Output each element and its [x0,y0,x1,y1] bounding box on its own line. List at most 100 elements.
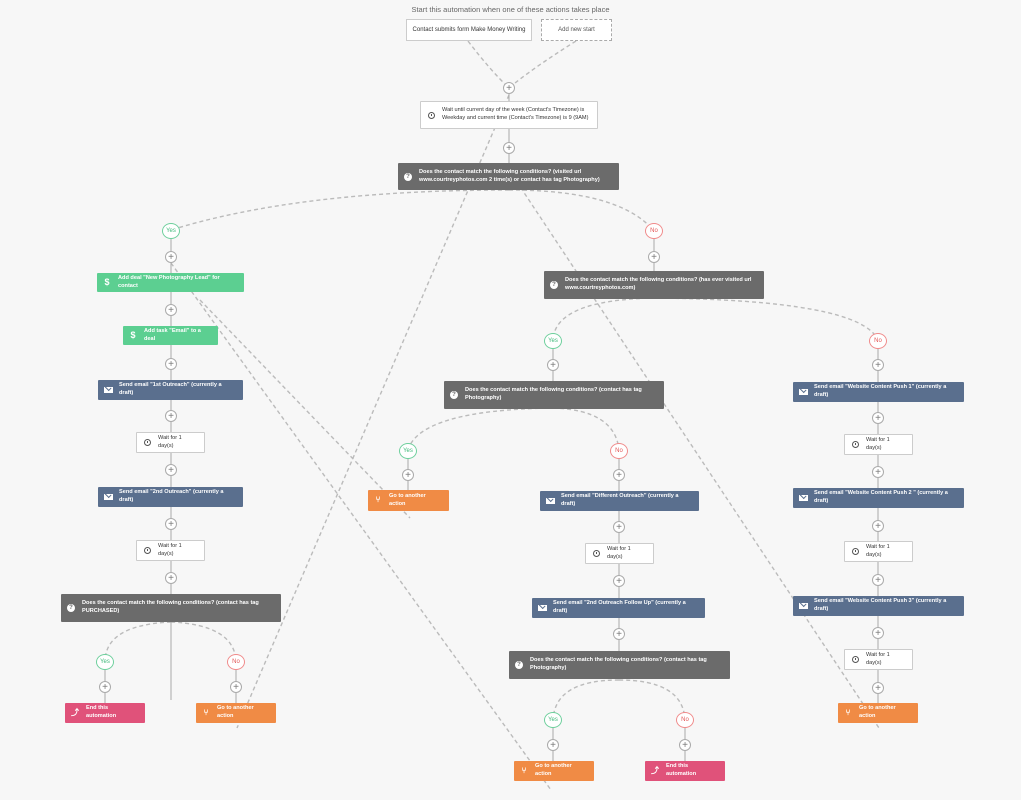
clock-icon [142,547,152,554]
add-step-button[interactable]: + [99,681,111,693]
send-email-2nd-outreach-follow-up-node[interactable]: Send email "2nd Outreach Follow Up" (cur… [532,598,705,618]
condition-purchased-node[interactable]: ? Does the contact match the following c… [61,594,281,622]
add-step-button[interactable]: + [679,739,691,751]
wait-1-day-node[interactable]: Wait for 1 day(s) [844,434,913,455]
no-branch-label: No [610,443,628,459]
add-step-button[interactable]: + [230,681,242,693]
add-step-button[interactable]: + [165,251,177,263]
add-step-button[interactable]: + [872,466,884,478]
go-to-another-action-node[interactable]: ⑂ Go to another action [514,761,594,781]
wait-1-day-node[interactable]: Wait for 1 day(s) [844,541,913,562]
connector [467,40,510,89]
go-to-another-action-node[interactable]: ⑂ Go to another action [368,490,449,511]
send-email-1st-outreach-node[interactable]: Send email "1st Outreach" (currently a d… [98,380,243,400]
yes-branch-label: Yes [399,443,417,459]
add-step-button[interactable]: + [547,739,559,751]
branch-icon: ⑂ [845,707,851,717]
go-to-another-action-node[interactable]: ⑂ Go to another action [838,703,918,723]
condition-visited-url-node[interactable]: ? Does the contact match the following c… [398,163,619,190]
send-email-2nd-outreach-node[interactable]: Send email "2nd Outreach" (currently a d… [98,487,243,507]
envelope-icon [798,495,808,501]
add-step-button[interactable]: + [872,520,884,532]
wait-1-day-node[interactable]: Wait for 1 day(s) [585,543,654,564]
connector [170,621,237,663]
connector [618,679,686,721]
add-step-button[interactable]: + [613,469,625,481]
connector [170,262,552,791]
branch-icon: ⑂ [375,495,381,505]
connector [199,299,411,519]
clock-icon [850,656,860,663]
question-icon: ? [514,661,524,669]
send-email-website-content-push-2-node[interactable]: Send email "Website Content Push 2 " (cu… [793,488,964,508]
add-step-button[interactable]: + [402,469,414,481]
clock-icon [850,548,860,555]
add-step-button[interactable]: + [872,682,884,694]
dollar-icon: $ [104,277,110,288]
clock-icon [850,441,860,448]
send-email-website-content-push-1-node[interactable]: Send email "Website Content Push 1" (cur… [793,382,964,402]
connector [552,407,620,451]
yes-branch-label: Yes [544,712,562,728]
question-icon: ? [449,391,459,399]
end-icon: ⤴ [71,707,79,717]
question-icon: ? [549,281,559,289]
end-automation-node[interactable]: ⤴ End this automation [645,761,725,781]
envelope-icon [545,498,555,504]
add-step-button[interactable]: + [165,358,177,370]
clock-icon [426,111,436,119]
question-icon: ? [403,172,413,181]
envelope-icon [103,494,113,500]
add-step-button[interactable]: + [503,82,515,94]
envelope-icon [103,387,113,393]
add-step-button[interactable]: + [165,464,177,476]
branch-icon: ⑂ [521,765,527,775]
add-task-node[interactable]: $ Add task "Email" to a deal [123,326,218,345]
send-email-website-content-push-3-node[interactable]: Send email "Website Content Push 3" (cur… [793,596,964,616]
add-step-button[interactable]: + [872,574,884,586]
add-step-button[interactable]: + [872,412,884,424]
wait-1-day-node[interactable]: Wait for 1 day(s) [136,540,205,561]
add-deal-node[interactable]: $ Add deal "New Photography Lead" for co… [97,273,244,292]
connector [653,297,879,341]
connector [407,407,554,451]
trigger-form-submit[interactable]: Contact submits form Make Money Writing [406,19,532,41]
wait-1-day-node[interactable]: Wait for 1 day(s) [844,649,913,670]
yes-branch-label: Yes [96,654,114,670]
add-step-button[interactable]: + [872,627,884,639]
envelope-icon [798,603,808,609]
add-step-button[interactable]: + [547,359,559,371]
go-to-another-action-node[interactable]: ⑂ Go to another action [196,703,276,723]
add-step-button[interactable]: + [165,410,177,422]
add-step-button[interactable]: + [613,521,625,533]
question-icon: ? [66,604,76,612]
add-step-button[interactable]: + [165,518,177,530]
dollar-icon: $ [130,330,136,341]
add-step-button[interactable]: + [613,628,625,640]
connector [170,189,510,231]
condition-tag-photography-node[interactable]: ? Does the contact match the following c… [509,651,730,679]
add-step-button[interactable]: + [613,575,625,587]
connector [236,94,510,729]
add-new-start-button[interactable]: Add new start [541,19,612,41]
condition-ever-visited-node[interactable]: ? Does the contact match the following c… [544,271,764,299]
add-step-button[interactable]: + [872,359,884,371]
clock-icon [142,439,152,446]
connector [552,297,655,341]
condition-tag-photography-node[interactable]: ? Does the contact match the following c… [444,381,664,409]
end-automation-node[interactable]: ⤴ End this automation [65,703,145,723]
add-step-button[interactable]: + [165,304,177,316]
connector [104,621,172,663]
wait-1-day-node[interactable]: Wait for 1 day(s) [136,432,205,453]
add-step-button[interactable]: + [648,251,660,263]
add-step-button[interactable]: + [165,572,177,584]
branch-icon: ⑂ [203,707,209,717]
envelope-icon [537,605,547,611]
add-step-button[interactable]: + [503,142,515,154]
send-email-different-outreach-node[interactable]: Send email "Different Outreach" (current… [540,491,699,511]
no-branch-label: No [676,712,694,728]
yes-branch-label: Yes [162,223,180,239]
end-icon: ⤴ [651,765,659,775]
wait-until-weekday-node[interactable]: Wait until current day of the week (Cont… [420,101,598,129]
connector [508,40,577,89]
